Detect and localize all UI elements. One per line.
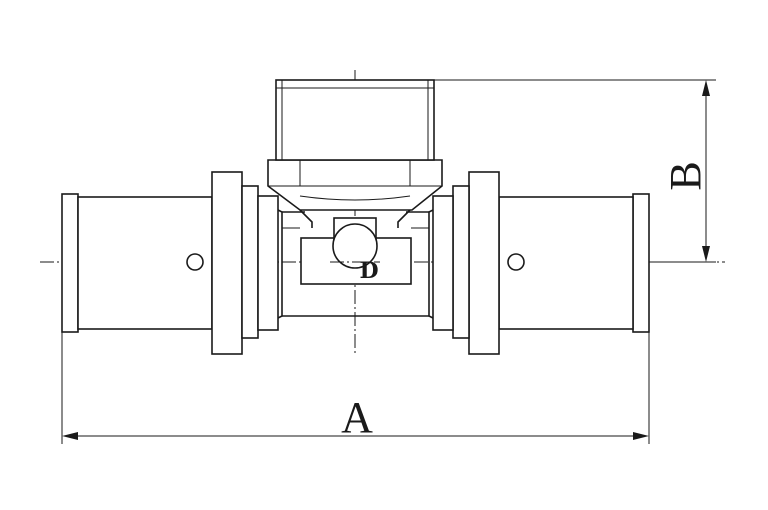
right-pipe-sleeve bbox=[498, 193, 650, 333]
left-press-ring bbox=[211, 171, 279, 355]
brand-logo: D bbox=[359, 258, 378, 284]
tee-body bbox=[277, 209, 434, 319]
left-pipe-sleeve bbox=[61, 193, 213, 333]
threaded-male-end bbox=[275, 79, 435, 161]
dimension-a bbox=[61, 332, 650, 444]
dimension-a-label: A bbox=[341, 393, 373, 442]
right-press-ring bbox=[432, 171, 500, 355]
dimension-b-label: B bbox=[661, 161, 710, 190]
dimension-b bbox=[434, 79, 716, 263]
logo-window bbox=[300, 217, 412, 285]
hex-nut bbox=[267, 159, 443, 228]
